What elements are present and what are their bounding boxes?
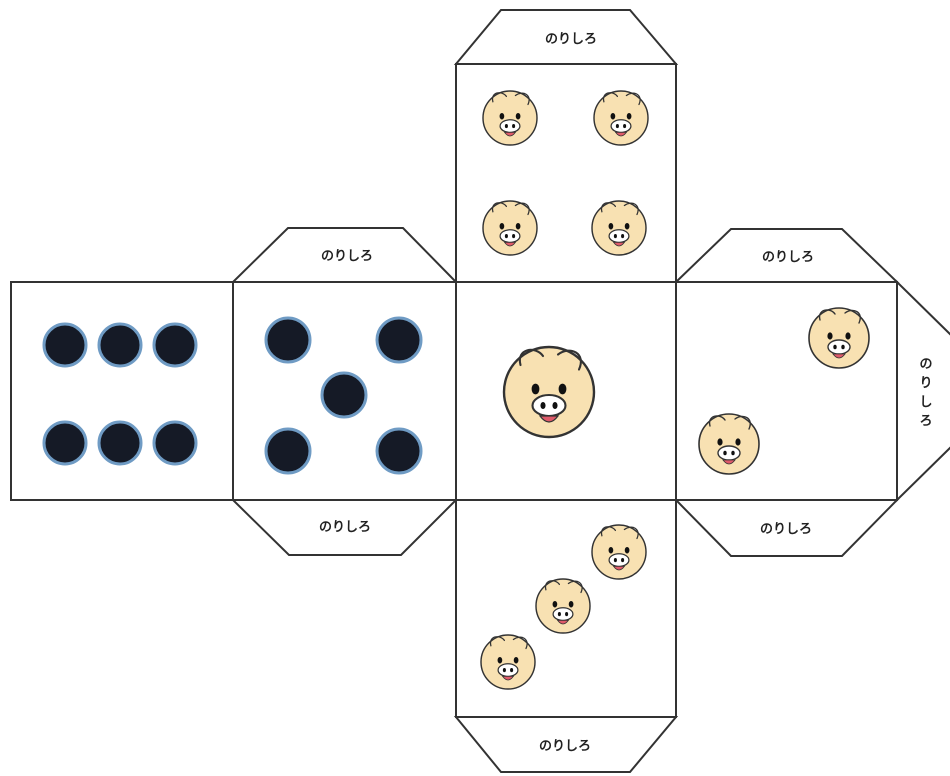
- glue-label-right: の り し ろ: [919, 357, 932, 429]
- pig-icon: [808, 307, 870, 369]
- glue-label-bottom: のりしろ: [539, 739, 591, 754]
- glue-label-left-bottom: のりしろ: [319, 520, 371, 535]
- glue-label-right-char-1: の: [919, 357, 932, 372]
- dot: [375, 427, 423, 475]
- glue-label-top: のりしろ: [545, 32, 597, 47]
- pig-icon: [502, 345, 596, 439]
- glue-label-right-char-2: り: [919, 376, 932, 391]
- dot: [152, 322, 198, 368]
- dot: [152, 420, 198, 466]
- face-six-dots: [10, 281, 234, 501]
- pig-icon: [591, 524, 647, 580]
- pig-icon: [591, 200, 647, 256]
- dot: [97, 322, 143, 368]
- six-dots-group: [42, 322, 198, 466]
- glue-label-right-char-3: し: [919, 395, 932, 410]
- dot: [42, 420, 88, 466]
- pig-icon: [535, 578, 591, 634]
- pig-icon: [480, 634, 536, 690]
- glue-tab-right: [896, 279, 950, 503]
- glue-label-right-top: のりしろ: [762, 250, 814, 265]
- face-four-pigs: [455, 63, 677, 283]
- pig-icon: [593, 90, 649, 146]
- dot: [97, 420, 143, 466]
- five-dots-group: [264, 316, 423, 475]
- glue-label-left-top: のりしろ: [321, 249, 373, 264]
- glue-label-right-bottom: のりしろ: [760, 522, 812, 537]
- dot: [264, 316, 312, 364]
- pig-icon: [482, 90, 538, 146]
- pig-icon: [482, 200, 538, 256]
- dot: [42, 322, 88, 368]
- dot: [320, 371, 368, 419]
- glue-label-right-char-4: ろ: [919, 414, 932, 429]
- pig-icon: [698, 413, 760, 475]
- dot: [264, 427, 312, 475]
- dot: [375, 316, 423, 364]
